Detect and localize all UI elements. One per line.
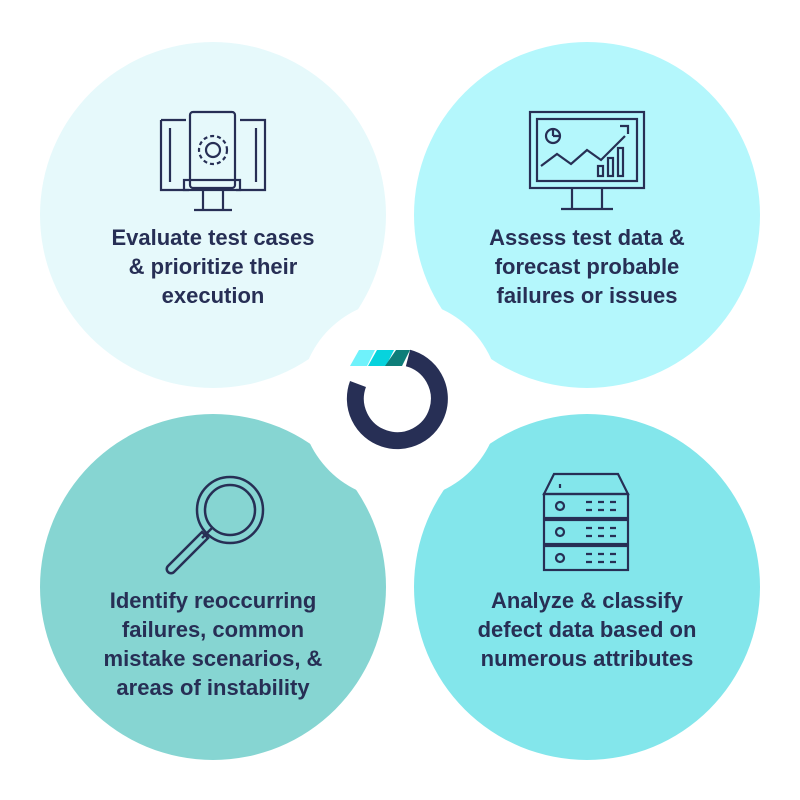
- label-line: Assess test data &: [489, 225, 685, 250]
- label-line: Evaluate test cases: [111, 225, 315, 250]
- label-line: Analyze & classify: [491, 588, 683, 613]
- label-line: & prioritize their: [128, 254, 298, 279]
- magnifying-glass-icon: [165, 475, 265, 575]
- center-logo-circle: [300, 300, 500, 500]
- label-identify: Identify reoccurring failures, common mi…: [63, 586, 363, 702]
- label-line: Identify reoccurring: [109, 588, 317, 613]
- label-evaluate: Evaluate test cases & prioritize their e…: [63, 223, 363, 310]
- monitor-chart-icon: [528, 110, 646, 211]
- server-icon: [542, 472, 630, 572]
- label-line: failures or issues: [496, 283, 678, 308]
- label-analyze: Analyze & classify defect data based on …: [437, 586, 737, 673]
- label-line: defect data based on: [477, 617, 697, 642]
- label-line: failures, common: [121, 617, 305, 642]
- logo-ring-icon: [346, 349, 448, 450]
- label-line: forecast probable: [494, 254, 680, 279]
- quadrant-analyze: [414, 414, 760, 760]
- label-line: execution: [161, 283, 265, 308]
- label-assess: Assess test data & forecast probable fai…: [437, 223, 737, 310]
- label-line: mistake scenarios, &: [103, 646, 323, 671]
- monitor-document-gear-icon: [159, 110, 267, 212]
- label-line: areas of instability: [116, 675, 310, 700]
- quadrant-identify: [40, 414, 386, 760]
- label-line: numerous attributes: [480, 646, 694, 671]
